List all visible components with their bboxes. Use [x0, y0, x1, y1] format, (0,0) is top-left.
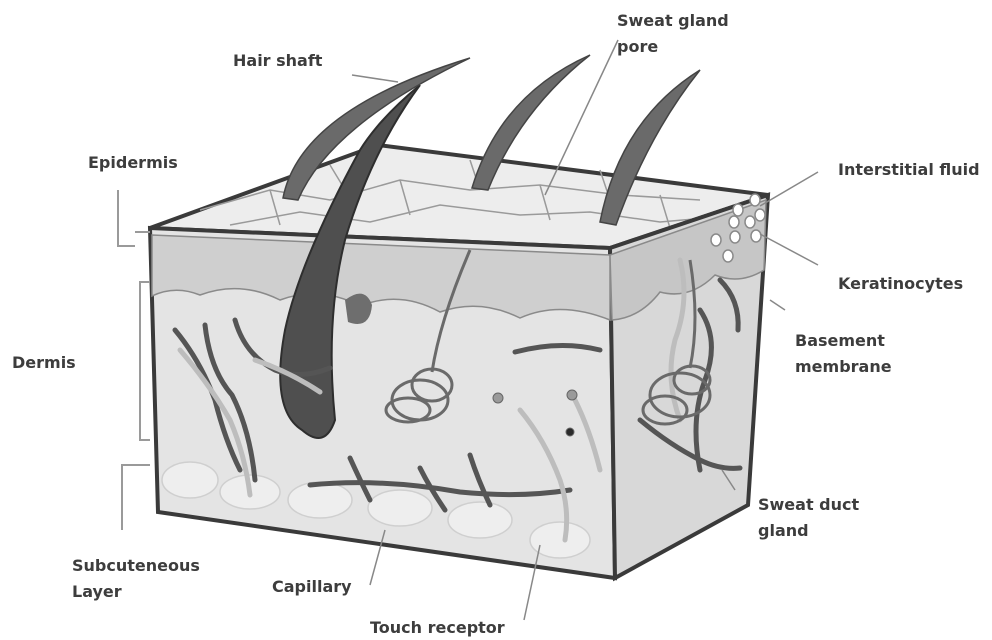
skin-block — [150, 55, 768, 578]
sweat-gland-pore-label-line2: pore — [617, 34, 729, 60]
dermis-label: Dermis — [12, 350, 76, 376]
sweat-duct-gland-label-line1: Sweat duct — [758, 492, 859, 518]
sweat-gland-pore-label: Sweat gland pore — [617, 8, 729, 60]
capillary-label: Capillary — [272, 574, 352, 600]
subcutaneous-layer-label-line2: Layer — [72, 579, 200, 605]
keratinocytes-label: Keratinocytes — [838, 271, 963, 297]
epidermis-label: Epidermis — [88, 150, 178, 176]
hair-shaft-label: Hair shaft — [233, 48, 322, 74]
sweat-gland-pore-label-line1: Sweat gland — [617, 8, 729, 34]
touch-receptor-label: Touch receptor — [370, 615, 505, 640]
basement-membrane-label-line1: Basement — [795, 328, 892, 354]
subcutaneous-layer-label-line1: Subcuteneous — [72, 553, 200, 579]
interstitial-fluid-label: Interstitial fluid — [838, 157, 980, 183]
basement-membrane-label: Basement membrane — [795, 328, 892, 380]
layer-brackets — [118, 190, 150, 530]
sweat-duct-gland-label-line2: gland — [758, 518, 859, 544]
sweat-duct-gland-label: Sweat duct gland — [758, 492, 859, 544]
subcutaneous-layer-label: Subcuteneous Layer — [72, 553, 200, 605]
basement-membrane-label-line2: membrane — [795, 354, 892, 380]
